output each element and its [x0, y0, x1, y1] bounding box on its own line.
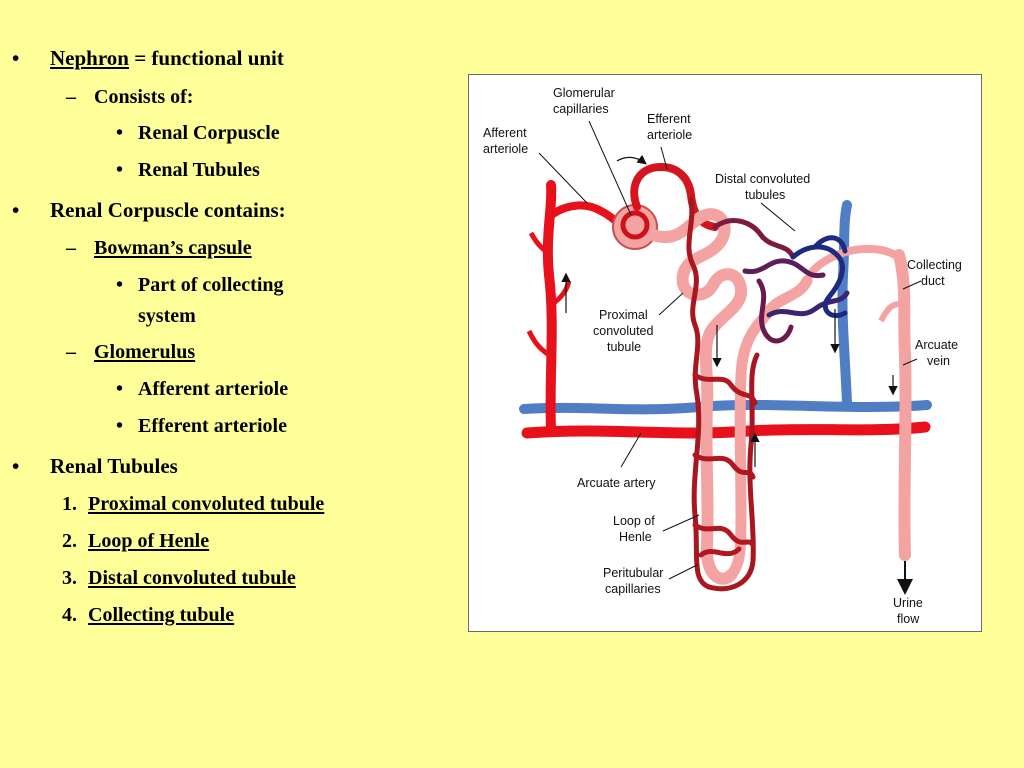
capillary-segment	[756, 278, 794, 344]
label-afferent-arteriole: arteriole	[483, 142, 528, 156]
outline-item-proximal: 1. Proximal convoluted tubule	[62, 492, 324, 516]
bullet-icon: •	[12, 454, 20, 478]
interlobular-artery	[542, 180, 557, 434]
label-urine-flow: flow	[897, 612, 920, 626]
term-bowmans-capsule: Bowman’s capsule	[94, 237, 252, 259]
dash-marker: –	[66, 237, 76, 259]
leader-line	[902, 280, 922, 290]
outline-text: Renal Corpuscle contains:	[50, 198, 286, 222]
bullet-icon: •	[116, 415, 124, 437]
capillary-segment	[692, 372, 758, 406]
list-number: 2.	[62, 530, 77, 552]
label-efferent-arteriole: arteriole	[647, 128, 692, 142]
bullet-icon: •	[12, 46, 20, 70]
list-number: 4.	[62, 604, 77, 626]
artery-branch	[526, 329, 551, 358]
label-loop-of-henle: Henle	[619, 530, 652, 544]
list-number: 3.	[62, 567, 77, 589]
label-proximal-tubule: tubule	[607, 340, 641, 354]
label-distal-tubules: Distal convoluted	[715, 172, 810, 186]
label-peritubular-capillaries: capillaries	[605, 582, 661, 596]
list-number: 1.	[62, 493, 77, 515]
label-afferent-arteriole: Afferent	[483, 126, 527, 140]
arcuate-vein	[519, 400, 932, 415]
artery-branch	[528, 231, 553, 258]
glomerulus	[620, 210, 650, 240]
nephron-diagram-svg: Glomerular capillaries Efferent arteriol…	[483, 86, 962, 626]
outline-text: Afferent arteriole	[138, 378, 289, 400]
flow-arrow	[616, 154, 647, 165]
label-proximal-tubule: Proximal	[599, 308, 648, 322]
leader-line	[620, 432, 642, 468]
term-collecting-tubule: Collecting tubule	[88, 604, 235, 626]
term-loop-of-henle: Loop of Henle	[88, 530, 210, 552]
term-distal-tubule: Distal convoluted tubule	[88, 567, 296, 589]
leader-line	[658, 292, 684, 316]
leader-line	[588, 120, 632, 216]
term-glomerulus: Glomerulus	[94, 341, 196, 363]
bullet-icon: •	[116, 159, 124, 181]
leader-line	[668, 564, 698, 580]
outline-text: Part of collecting	[138, 274, 284, 296]
label-glomerular-capillaries: Glomerular	[553, 86, 615, 100]
collecting-branch	[878, 301, 906, 323]
collecting-duct	[893, 249, 912, 561]
leader-line	[902, 358, 918, 366]
peritubular-capillaries	[686, 196, 850, 592]
distal-tubule	[803, 244, 899, 285]
dash-marker: –	[66, 86, 76, 108]
label-distal-tubules: tubules	[745, 188, 785, 202]
label-arcuate-artery: Arcuate artery	[577, 476, 656, 490]
capillary-segment	[766, 290, 850, 318]
label-glomerular-capillaries: capillaries	[553, 102, 609, 116]
label-efferent-arteriole: Efferent	[647, 112, 691, 126]
outline-text: = functional unit	[128, 46, 284, 70]
outline-item-loop: 2. Loop of Henle	[62, 529, 209, 553]
flow-arrows	[561, 154, 913, 595]
label-collecting-duct: Collecting	[907, 258, 962, 272]
artery-branch	[549, 280, 572, 308]
arcuate-artery	[521, 421, 931, 439]
capillary-segment	[712, 218, 796, 260]
outline-item-collecting: 4. Collecting tubule	[62, 603, 234, 627]
label-collecting-duct: duct	[921, 274, 945, 288]
nephron-diagram: Glomerular capillaries Efferent arteriol…	[468, 74, 982, 632]
capillary-segment	[692, 452, 756, 480]
outline-text: Renal Corpuscle	[138, 122, 280, 144]
leader-line	[662, 514, 700, 532]
outline-text: Consists of:	[94, 86, 194, 108]
bullet-icon: •	[12, 198, 20, 222]
bullet-icon: •	[116, 122, 124, 144]
label-peritubular-capillaries: Peritubular	[603, 566, 663, 580]
leader-line	[760, 202, 796, 232]
leader-line	[660, 146, 668, 170]
label-arcuate-vein: vein	[927, 354, 950, 368]
dash-marker: –	[66, 341, 76, 363]
label-proximal-tubule: convoluted	[593, 324, 654, 338]
label-urine-flow: Urine	[893, 596, 923, 610]
outline-text: Renal Tubules	[50, 454, 178, 478]
leader-lines	[538, 120, 922, 580]
capillary-segment	[698, 546, 742, 558]
ascending-limb	[725, 275, 813, 581]
bullet-icon: •	[116, 378, 124, 400]
outline-text: Renal Tubules	[138, 159, 260, 181]
label-arcuate-vein: Arcuate	[915, 338, 958, 352]
term-nephron: Nephron	[50, 46, 129, 70]
bullet-icon: •	[116, 274, 124, 296]
term-proximal-tubule: Proximal convoluted tubule	[88, 493, 325, 515]
label-loop-of-henle: Loop of	[613, 514, 655, 528]
outline-text-continued: system	[138, 305, 196, 327]
capillary-segment	[706, 352, 760, 592]
capillary-segment	[812, 235, 848, 254]
capillary-segment	[742, 258, 826, 279]
outline-text: Efferent arteriole	[138, 415, 287, 437]
outline-item-distal: 3. Distal convoluted tubule	[62, 566, 296, 590]
capillary-segment	[692, 522, 756, 548]
leader-line	[538, 152, 588, 204]
interlobular-vein	[837, 200, 852, 408]
